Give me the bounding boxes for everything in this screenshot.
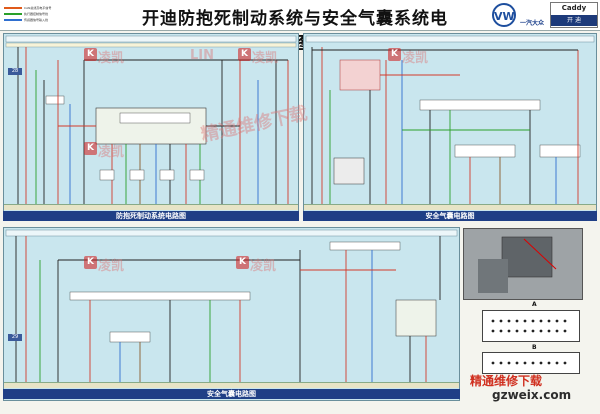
connector-a-diagram <box>482 310 580 342</box>
watermark-logo-icon: K <box>238 48 251 61</box>
photo-detail <box>464 229 582 299</box>
legend-item: 执行器控制信号线 <box>4 12 114 16</box>
watermark-logo-icon: K <box>84 48 97 61</box>
connector-label-a: A <box>532 301 537 308</box>
bottom-diagram-panel <box>3 227 460 401</box>
watermark-logo-icon: K <box>236 256 249 269</box>
page-number-right: 29 <box>8 334 22 341</box>
header-bar: CAN总线高电平信号 执行器控制信号线 传感器信号输入线 开迪防抱死制动系统与安… <box>0 0 600 54</box>
connector-b-diagram <box>482 352 580 374</box>
bottom-grid-ruler <box>4 382 459 388</box>
watermark-text: 凌凯 <box>402 51 429 66</box>
connector-a-pins <box>491 319 567 333</box>
legend-label: CAN总线高电平信号 <box>24 6 52 10</box>
legend-swatch <box>4 19 22 21</box>
site-url: gzweix.com <box>492 388 572 402</box>
watermark-text: LIN <box>190 48 215 63</box>
page-number-left: 28 <box>8 68 22 75</box>
model-subtitle: 开 迪 <box>551 15 597 26</box>
abs-grid-ruler <box>4 204 298 210</box>
legend-label: 传感器信号输入线 <box>24 18 49 22</box>
connector-b-pins <box>491 361 567 365</box>
legend-swatch <box>4 7 22 9</box>
wire-legend: CAN总线高电平信号 执行器控制信号线 传感器信号输入线 <box>4 6 114 24</box>
connector-label-b: B <box>532 344 537 351</box>
legend-swatch <box>4 13 22 15</box>
legend-item: 传感器信号输入线 <box>4 18 114 22</box>
site-watermark-cn: 精通维修下载 <box>470 374 543 388</box>
watermark-text: 凌凯 <box>250 259 277 274</box>
watermark-logo-icon: K <box>388 48 401 61</box>
vw-logo-icon: VW <box>492 3 516 27</box>
model-name: Caddy <box>561 4 587 12</box>
connector-location-photo <box>463 228 583 300</box>
model-box: Caddy 开 迪 <box>550 2 598 28</box>
brand-name: 一汽大众 <box>520 20 545 27</box>
watermark-text: 凌凯 <box>252 51 279 66</box>
watermark-text: 凌凯 <box>98 259 125 274</box>
legend-label: 执行器控制信号线 <box>24 12 49 16</box>
watermark-logo-icon: K <box>84 142 97 155</box>
airbag-panel-caption: 安全气囊电路图 <box>303 211 597 221</box>
watermark-text: 凌凯 <box>98 145 125 160</box>
airbag-grid-ruler <box>304 204 596 210</box>
watermark-logo-icon: K <box>84 256 97 269</box>
abs-panel-caption: 防抱死制动系统电路图 <box>3 211 299 221</box>
watermark-text: 凌凯 <box>98 51 125 66</box>
bottom-panel-caption: 安全气囊电路图 <box>3 389 460 399</box>
legend-item: CAN总线高电平信号 <box>4 6 114 10</box>
